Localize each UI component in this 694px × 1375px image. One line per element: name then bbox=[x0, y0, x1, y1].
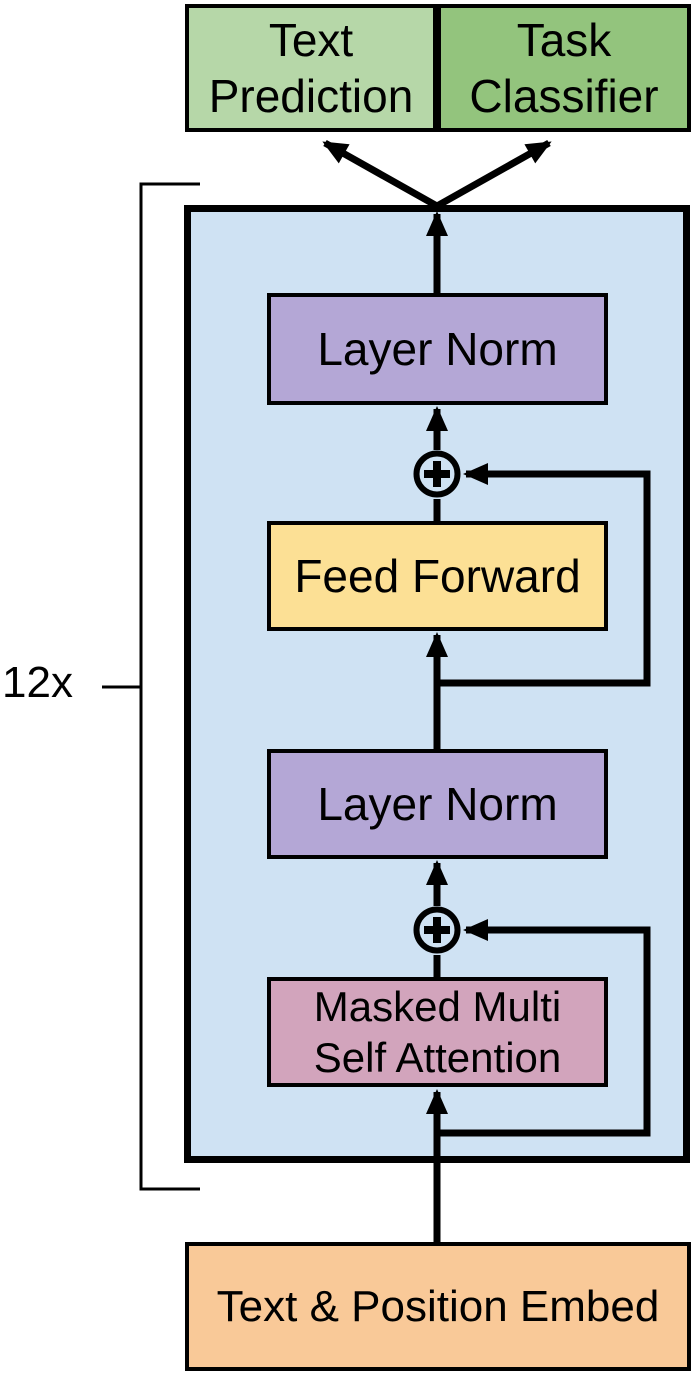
masked-multi-self-attention-box: Masked Multi Self Attention bbox=[267, 977, 608, 1087]
feed-forward-label: Feed Forward bbox=[294, 549, 581, 602]
masked-attention-label-line1: Masked Multi bbox=[313, 982, 562, 1030]
task-classifier-label-line1: Task bbox=[516, 13, 612, 66]
repeat-count-label: 12x bbox=[2, 658, 73, 707]
arrow-to-text-prediction bbox=[322, 139, 439, 210]
text-prediction-box: Text Prediction bbox=[185, 4, 437, 132]
arrow-to-task-classifier bbox=[435, 139, 552, 210]
task-classifier-label-line2: Classifier bbox=[469, 70, 659, 122]
feed-forward-box: Feed Forward bbox=[267, 521, 608, 631]
layer-norm-bottom-box: Layer Norm bbox=[267, 749, 608, 859]
layer-norm-top-box: Layer Norm bbox=[267, 293, 608, 405]
task-classifier-box: Task Classifier bbox=[437, 4, 691, 132]
text-prediction-label-line2: Prediction bbox=[208, 70, 414, 122]
text-position-embed-label: Text & Position Embed bbox=[216, 1281, 660, 1331]
text-prediction-label-line1: Text bbox=[268, 13, 354, 66]
layer-norm-bottom-label: Layer Norm bbox=[317, 777, 558, 830]
masked-attention-label-line2: Self Attention bbox=[313, 1034, 562, 1081]
layer-norm-top-label: Layer Norm bbox=[317, 322, 558, 375]
text-position-embed-box: Text & Position Embed bbox=[185, 1242, 691, 1371]
